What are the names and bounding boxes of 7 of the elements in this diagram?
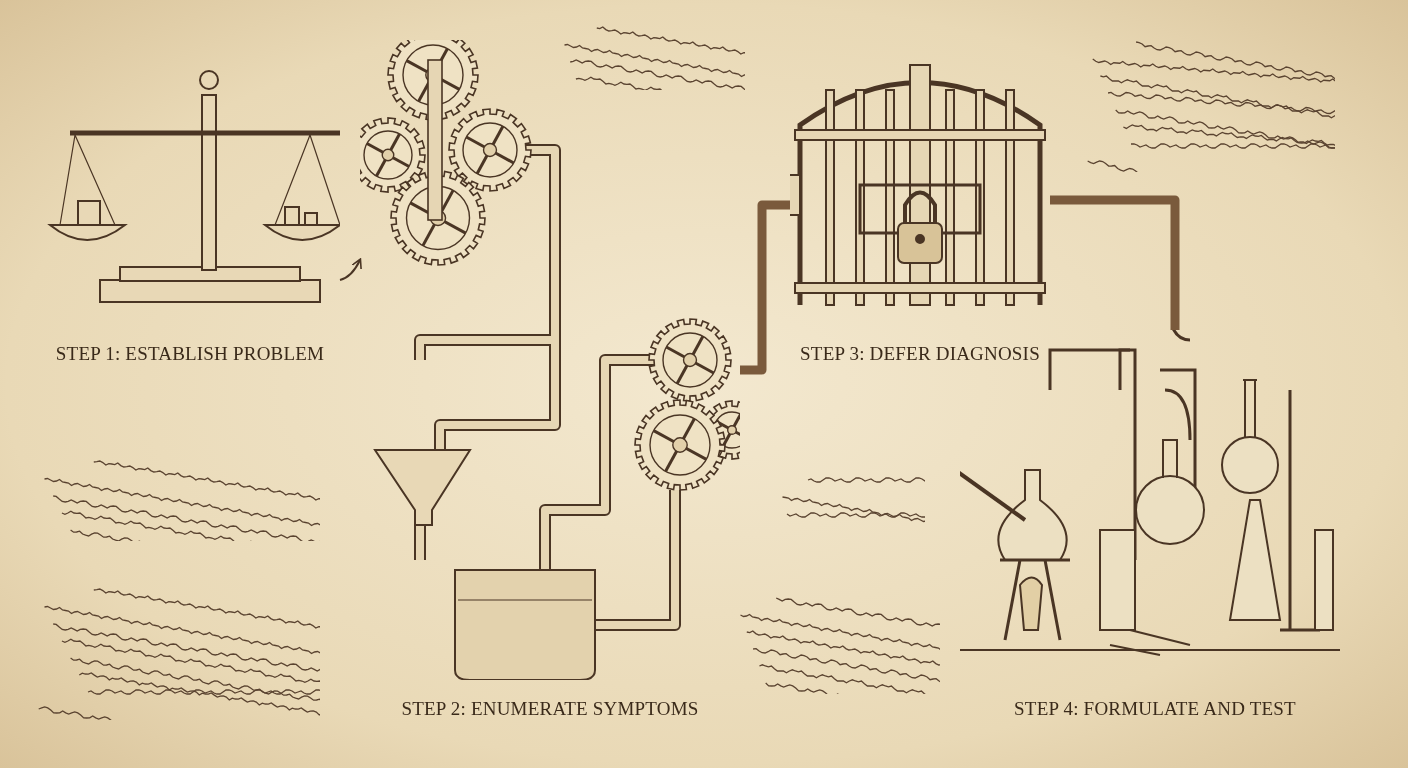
step-title: STEP 1: ESTABLISH PROBLEM [54,343,326,365]
pipe-connector [1050,195,1180,330]
pipe-connector [740,200,790,375]
step-title: STEP 4: FORMULATE AND TEST [1013,698,1297,720]
step-title: STEP 2: ENUMERATE SYMPTOMS [400,698,700,720]
step-title: STEP 3: DEFER DIAGNOSIS [799,343,1041,365]
curved-arrow [339,258,362,281]
